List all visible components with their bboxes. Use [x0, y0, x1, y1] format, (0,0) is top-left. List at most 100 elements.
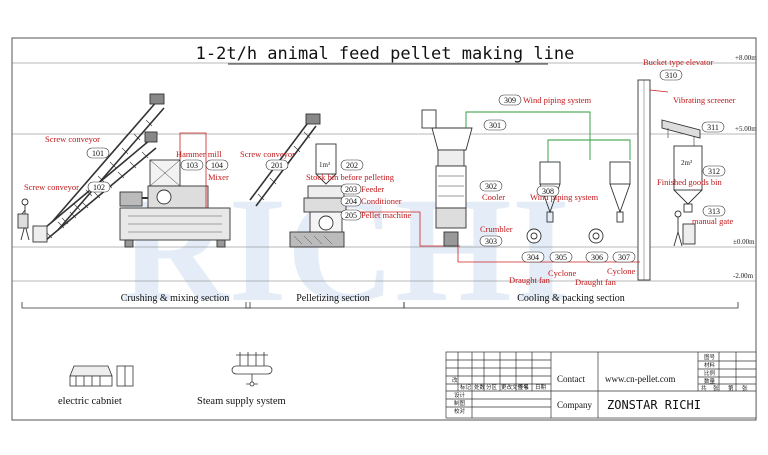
title-block-main-text: Contact www.cn-pellet.com Company ZONSTA…	[557, 374, 701, 412]
tag-309: 309	[498, 94, 522, 106]
svg-text:303: 303	[485, 237, 497, 246]
label-steam-supply: Steam supply system	[197, 396, 286, 407]
svg-text:306: 306	[591, 253, 603, 262]
label-feeder: Feeder	[361, 184, 384, 194]
draught-fan-306	[588, 228, 604, 244]
tag-303: 303	[479, 235, 503, 247]
svg-text:304: 304	[527, 253, 539, 262]
title-block	[445, 351, 757, 419]
svg-text:104: 104	[211, 161, 223, 170]
section-labels: Crushing & mixing section Pelletizing se…	[121, 293, 625, 304]
tb-row-check: 校对	[454, 407, 466, 415]
svg-text:310: 310	[665, 71, 677, 80]
svg-text:312: 312	[708, 167, 720, 176]
label-draught-fan-2: Draught fan	[575, 277, 617, 287]
label-draught-fan-1: Draught fan	[509, 275, 551, 285]
tag-102: 102	[87, 181, 111, 193]
label-finished-goods-bin: Finished goods bin	[657, 177, 722, 187]
tb-right-1: 图号	[704, 353, 716, 361]
tb-right-2: 材料	[704, 361, 716, 369]
label-screw-conveyor-201: Screw conveyor	[240, 149, 295, 159]
tb-col-5: 签名	[518, 383, 529, 391]
steam-supply-icon	[231, 352, 273, 387]
label-crumbler: Crumbler	[480, 224, 513, 234]
bucket-elevator-310	[637, 79, 669, 281]
electric-cabinet-icon	[69, 365, 134, 387]
svg-text:309: 309	[504, 96, 516, 105]
tb-col-4: 更改文件号	[501, 383, 529, 391]
svg-text:301: 301	[489, 121, 501, 130]
drawing-frame	[11, 37, 757, 421]
bracket-crushing	[21, 302, 251, 309]
tag-304: 304	[521, 251, 545, 263]
vibrating-screener-311	[661, 119, 701, 146]
tag-308: 308	[536, 185, 560, 197]
tag-201: 201	[265, 159, 289, 171]
label-vibrating-screener: Vibrating screener	[673, 95, 736, 105]
label-hammer-mill: Hammer mill	[176, 149, 222, 159]
label-manual-gate: manual gate	[692, 216, 734, 226]
tag-301: 301	[483, 119, 507, 131]
section-label-cooling: Cooling & packing section	[517, 293, 625, 304]
tb-right-6: 张	[713, 384, 719, 392]
label-wind-piping-2: Wind piping system	[530, 192, 599, 202]
tb-col-3: 分区	[486, 383, 498, 391]
tb-company-label: Company	[557, 400, 592, 410]
crushing-equipment	[17, 93, 231, 248]
tag-312: 312	[702, 165, 726, 177]
tag-204: 204	[340, 195, 362, 207]
svg-text:302: 302	[485, 182, 497, 191]
label-cyclone-2: Cyclone	[607, 266, 636, 276]
svg-text:307: 307	[618, 253, 630, 262]
tb-right-5: 共	[701, 384, 707, 392]
legend-icons	[69, 352, 273, 387]
tb-row-draw: 制图	[454, 399, 466, 407]
tb-row-design: 设计	[454, 391, 466, 399]
level-markers: +8.00m +5.00m ±0.00m -2.00m	[733, 54, 757, 280]
tag-101: 101	[86, 147, 110, 159]
tag-310: 310	[659, 69, 683, 81]
worker-figure-1	[17, 198, 30, 241]
svg-text:201: 201	[271, 161, 283, 170]
svg-text:305: 305	[555, 253, 567, 262]
tag-205: 205	[340, 209, 362, 221]
tb-col-1: 标记	[460, 383, 472, 391]
tb-col-6: 日期	[535, 384, 547, 391]
svg-text:101: 101	[92, 149, 104, 158]
label-cyclone-1: Cyclone	[548, 268, 577, 278]
label-cooler: Cooler	[482, 192, 505, 202]
tag-202: 202	[340, 159, 364, 171]
hammer-mill-machine	[119, 159, 209, 209]
tag-203: 203	[340, 183, 362, 195]
tb-right-8: 张	[742, 384, 748, 392]
volume-labels: 1m³ 2m³	[319, 159, 692, 169]
tag-305: 305	[549, 251, 573, 263]
tb-right-3: 比例	[704, 369, 716, 377]
label-stock-bin: Stock bin before pelleting	[306, 172, 395, 182]
tb-contact-label: Contact	[557, 374, 585, 384]
section-label-pelletizing: Pelletizing section	[296, 293, 370, 304]
svg-text:103: 103	[186, 161, 198, 170]
finished-goods-bin-312	[673, 145, 703, 213]
cooling-equipment	[421, 79, 703, 281]
svg-text:311: 311	[707, 123, 719, 132]
equipment-tags: 101 102 103 104 201 202 203 204 205 301 …	[86, 69, 726, 263]
pelletizing-equipment	[249, 113, 460, 248]
label-conditioner: Conditioner	[361, 196, 402, 206]
screw-conveyor-101	[51, 93, 165, 231]
svg-text:202: 202	[346, 161, 358, 170]
worker-figure-2	[673, 210, 696, 247]
label-screw-conveyor-101: Screw conveyor	[45, 134, 100, 144]
legend-labels: electric cabniet Steam supply system	[58, 396, 286, 407]
label-bin-volume-1: 1m³	[319, 161, 330, 169]
tag-302: 302	[479, 180, 503, 192]
level-label-8m: +8.00m	[735, 54, 757, 62]
tag-104: 104	[205, 159, 229, 171]
tb-right-7: 第	[728, 384, 734, 392]
level-label-0m: ±0.00m	[733, 238, 755, 246]
level-label-minus2m: -2.00m	[733, 272, 754, 280]
section-label-crushing: Crushing & mixing section	[121, 293, 230, 304]
tag-311: 311	[701, 121, 725, 133]
